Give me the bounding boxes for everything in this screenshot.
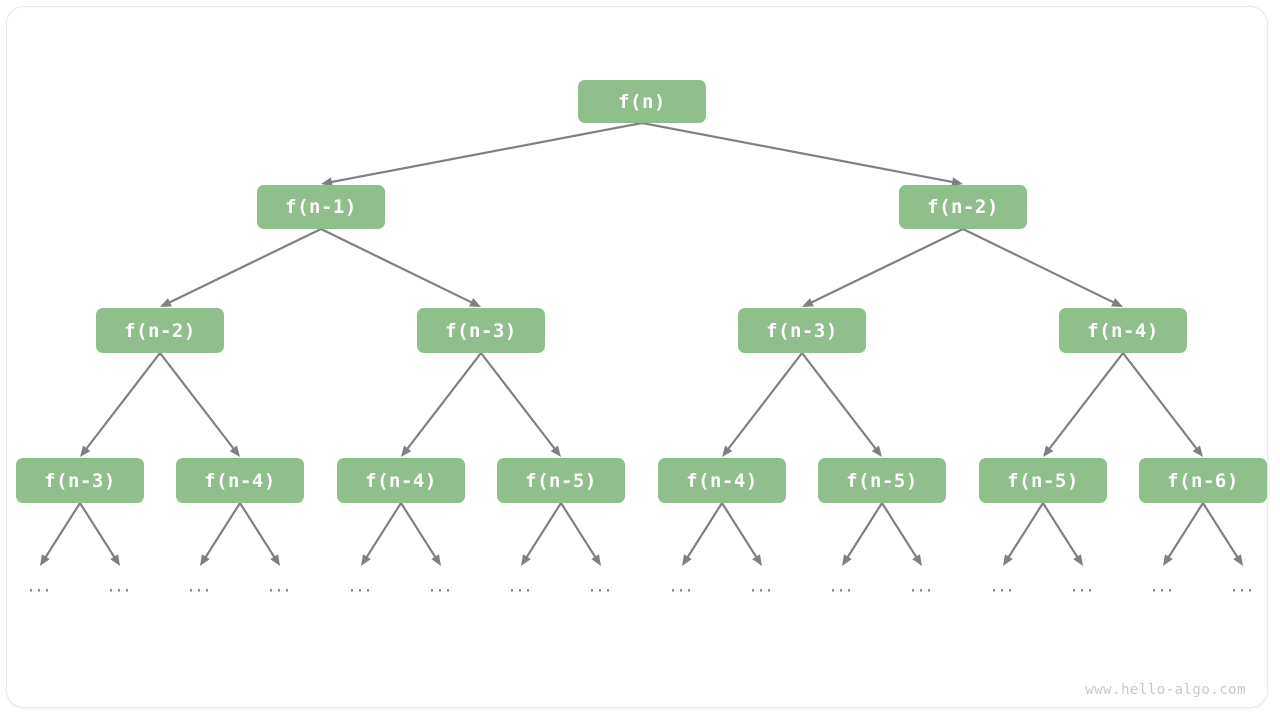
ellipsis-marker: ...: [187, 574, 213, 597]
tree-node[interactable]: f(n-5): [818, 458, 946, 503]
tree-node[interactable]: f(n-2): [899, 185, 1027, 229]
ellipsis-marker: ...: [669, 574, 695, 597]
tree-node[interactable]: f(n): [578, 80, 706, 123]
tree-node[interactable]: f(n-3): [16, 458, 144, 503]
tree-node-label: f(n-5): [1007, 469, 1079, 492]
tree-node[interactable]: f(n-3): [417, 308, 545, 353]
ellipsis-marker: ...: [749, 574, 775, 597]
tree-node-label: f(n-1): [285, 196, 357, 218]
tree-node-label: f(n-5): [846, 469, 918, 492]
tree-node-label: f(n-2): [124, 319, 196, 342]
tree-node[interactable]: f(n-4): [658, 458, 786, 503]
tree-node-label: f(n-5): [525, 469, 597, 492]
tree-node-label: f(n-3): [766, 319, 838, 342]
ellipsis-marker: ...: [508, 574, 534, 597]
ellipsis-marker: ...: [107, 574, 133, 597]
ellipsis-marker: ...: [27, 574, 53, 597]
watermark: www.hello-algo.com: [1085, 682, 1246, 698]
ellipsis-marker: ...: [1070, 574, 1096, 597]
ellipsis-marker: ...: [909, 574, 935, 597]
tree-node-label: f(n-3): [445, 319, 517, 342]
tree-node-label: f(n-4): [686, 469, 758, 492]
tree-node[interactable]: f(n-4): [176, 458, 304, 503]
tree-node-label: f(n-2): [927, 196, 999, 218]
ellipsis-marker: ...: [829, 574, 855, 597]
tree-node-label: f(n-4): [365, 469, 437, 492]
tree-node[interactable]: f(n-1): [257, 185, 385, 229]
tree-node-label: f(n): [618, 90, 666, 113]
tree-node[interactable]: f(n-3): [738, 308, 866, 353]
ellipsis-marker: ...: [1150, 574, 1176, 597]
ellipsis-marker: ...: [1230, 574, 1256, 597]
ellipsis-marker: ...: [588, 574, 614, 597]
tree-node-label: f(n-6): [1167, 469, 1239, 492]
tree-node[interactable]: f(n-4): [1059, 308, 1187, 353]
ellipsis-marker: ...: [267, 574, 293, 597]
tree-node[interactable]: f(n-2): [96, 308, 224, 353]
tree-node[interactable]: f(n-5): [497, 458, 625, 503]
tree-node-label: f(n-3): [44, 469, 116, 492]
tree-node[interactable]: f(n-5): [979, 458, 1107, 503]
ellipsis-marker: ...: [990, 574, 1016, 597]
tree-node[interactable]: f(n-4): [337, 458, 465, 503]
tree-node[interactable]: f(n-6): [1139, 458, 1267, 503]
tree-node-label: f(n-4): [204, 469, 276, 492]
ellipsis-marker: ...: [428, 574, 454, 597]
ellipsis-marker: ...: [348, 574, 374, 597]
tree-node-label: f(n-4): [1087, 319, 1159, 342]
